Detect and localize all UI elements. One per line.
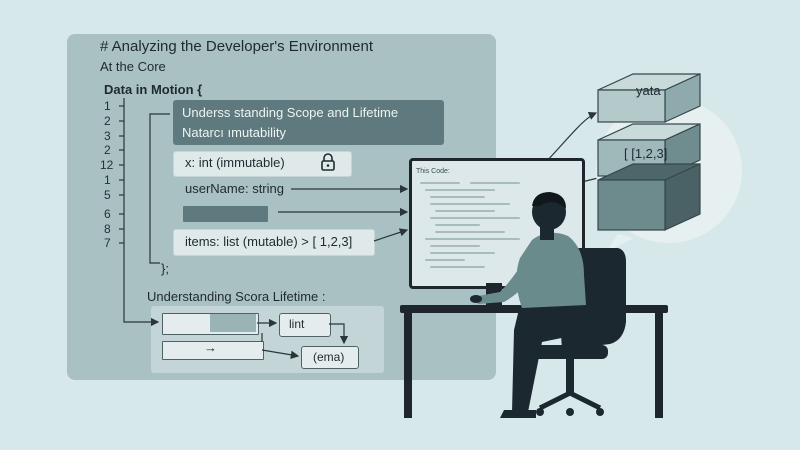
field-placeholder	[183, 206, 268, 222]
monitor-title: This Code:	[416, 168, 450, 175]
person-arm	[478, 255, 538, 304]
line-number: 3	[104, 129, 111, 143]
line-number: 5	[104, 188, 111, 202]
field-username-label: userName: string	[185, 181, 284, 196]
banner-line-1: Underss standing Scope and Lifetime	[182, 105, 399, 120]
diagram-node-b	[301, 346, 359, 369]
desk-leg	[655, 313, 663, 418]
line-number: 8	[104, 222, 111, 236]
diagram-node-b-label: (ema)	[313, 350, 345, 364]
line-number: 2	[104, 114, 111, 128]
field-items-label: items: list (mutable) > [ 1,2,3]	[185, 234, 353, 249]
person-hair	[532, 192, 566, 208]
diagram-node-a-label: lint	[289, 317, 305, 331]
panel-subheading: At the Core	[100, 59, 166, 74]
desk-leg	[404, 313, 412, 418]
field-items	[173, 229, 375, 256]
lower-heading: Understanding Scora Lifetime :	[147, 289, 326, 304]
line-number: 1	[104, 173, 111, 187]
line-number: 1	[104, 99, 111, 113]
scope-banner	[173, 100, 444, 145]
line-number: 6	[104, 207, 111, 221]
field-x-label: x: int (immutable)	[185, 155, 285, 170]
person-shirt	[516, 232, 586, 308]
block-open: Data in Motion {	[104, 82, 203, 97]
stack-middle-label: [ [1,2,3]	[624, 146, 668, 161]
lock-icon	[320, 152, 336, 172]
diagram-block-fill	[210, 314, 256, 332]
diagram-node-a	[279, 313, 331, 337]
panel-heading: # Analyzing the Developer's Environment	[100, 38, 374, 55]
diagram-arrow-glyph: →	[204, 340, 217, 355]
block-close: };	[161, 261, 169, 276]
banner-line-2: Natarcı ımutability	[182, 125, 287, 140]
person-legs	[512, 300, 576, 412]
line-number: 2	[104, 143, 111, 157]
person-shoe	[500, 410, 536, 418]
stack-top-label: yata	[636, 83, 661, 98]
line-number: 12	[100, 158, 114, 172]
person-hand	[470, 295, 482, 303]
chair-seat	[528, 345, 608, 359]
line-number: 7	[104, 236, 111, 250]
